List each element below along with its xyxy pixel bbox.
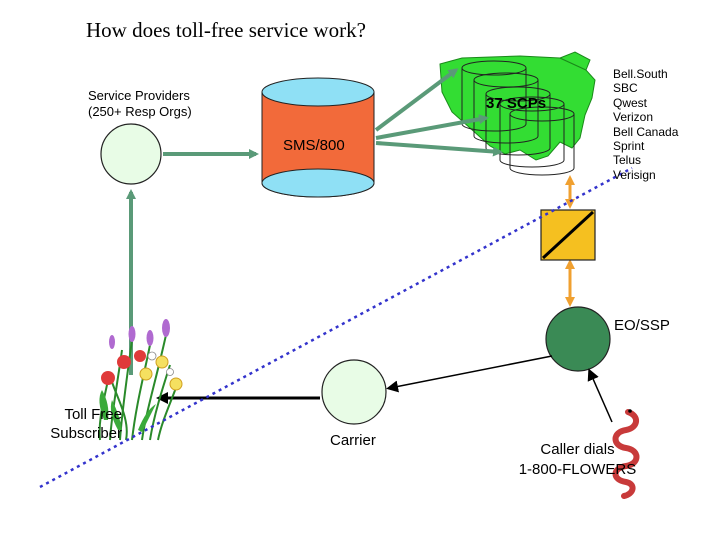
- carrier-node: [321, 359, 387, 425]
- eo-ssp-node: [545, 306, 611, 372]
- caller-to-eo-arrow: [587, 368, 613, 423]
- service-providers-label: Service Providers (250+ Resp Orgs): [88, 88, 192, 120]
- service-provider-node: [100, 123, 162, 185]
- scp-carrier-list: Bell.South SBC Qwest Verizon Bell Canada…: [613, 67, 678, 182]
- sms-to-scp-arrows: [374, 68, 503, 157]
- worm-eye-icon: [628, 409, 632, 413]
- scp-carrier-item: Bell.South: [613, 67, 668, 81]
- us-map-icon: [439, 51, 596, 161]
- stp-switch-icon: [540, 209, 596, 261]
- caller-dials-label: Caller dials 1-800-FLOWERS: [505, 440, 650, 480]
- sms-800-database-icon: [261, 77, 375, 198]
- caller-line2: 1-800-FLOWERS: [518, 461, 637, 478]
- service-providers-line1: Service Providers: [88, 88, 190, 103]
- service-providers-line2: (250+ Resp Orgs): [88, 104, 192, 119]
- scp-carrier-item: Qwest: [613, 95, 648, 110]
- sms-800-label: SMS/800: [283, 137, 345, 154]
- carrier-label: Carrier: [330, 432, 376, 449]
- worm-icon: [612, 409, 640, 499]
- toll-free-subscriber-label: Toll Free Subscriber: [22, 405, 122, 443]
- eo-to-carrier-arrow: [386, 355, 553, 393]
- scp-carrier-item: Bell Canada: [613, 124, 679, 139]
- scp-carrier-item: Sprint: [613, 139, 645, 154]
- scp-carrier-item: SBC: [613, 81, 638, 96]
- flowers-icon: [98, 319, 183, 441]
- page-title: How does toll-free service work?: [86, 18, 366, 42]
- scp-carrier-item: Verisign: [613, 167, 656, 182]
- toll-free-line1: Toll Free: [64, 406, 122, 423]
- scp-count-label: 37 SCPs: [486, 95, 547, 112]
- eo-ssp-label: EO/SSP: [614, 317, 670, 334]
- scp-carrier-item: Telus: [613, 153, 642, 168]
- toll-free-line2: Subscriber: [50, 425, 122, 442]
- dotted-boundary-line: [39, 166, 633, 489]
- caller-line1: Caller dials: [540, 441, 615, 458]
- scp-carrier-item: Verizon: [613, 110, 654, 125]
